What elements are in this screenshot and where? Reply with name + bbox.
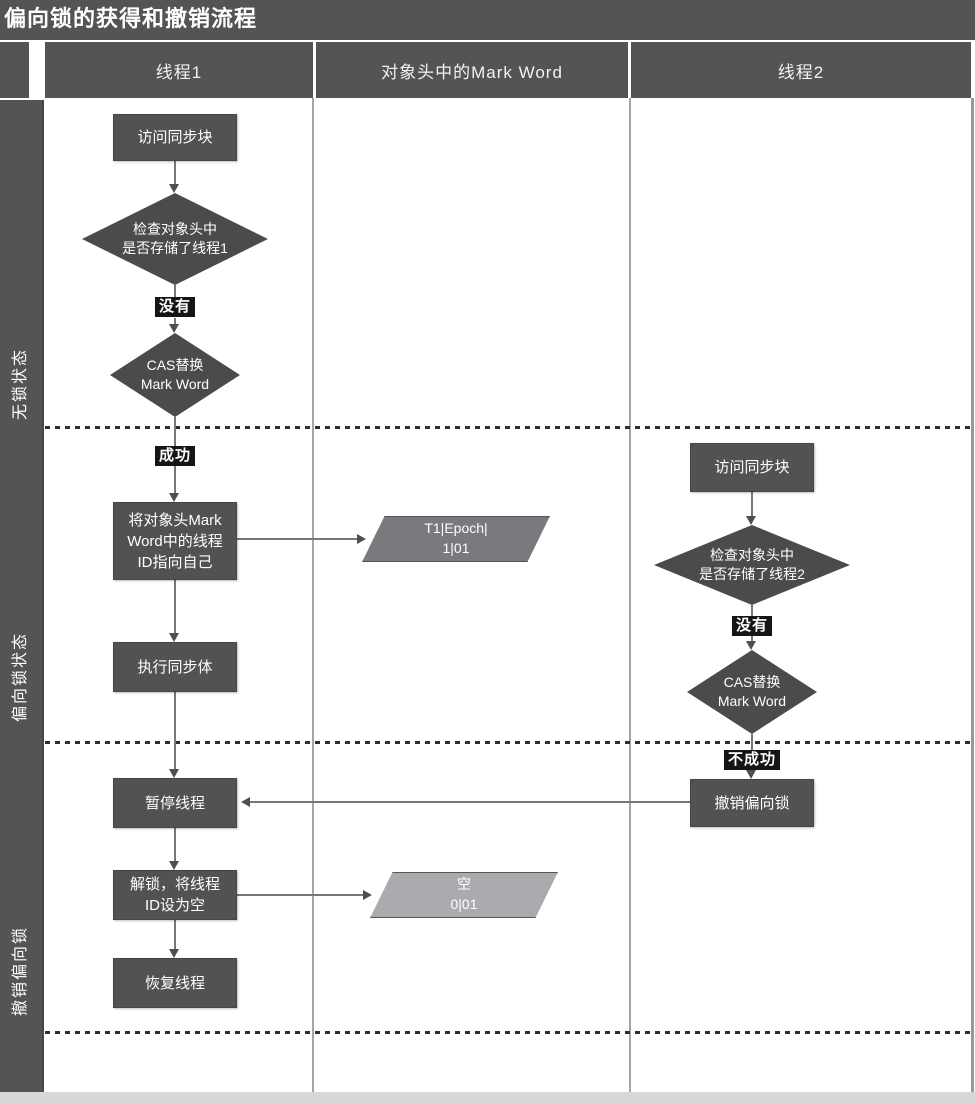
t1-label-success: 成功 (154, 446, 196, 466)
arrow-down-icon (746, 641, 756, 650)
t2-check-object-header-decision: 检查对象头中 是否存储了线程2 (654, 525, 850, 605)
section-divider-1 (45, 426, 971, 429)
connector (174, 828, 176, 861)
connector (174, 692, 176, 769)
t2-revoke-biased-lock: 撤销偏向锁 (690, 779, 814, 827)
arrow-down-icon (746, 770, 756, 779)
connector (174, 466, 176, 493)
arrow-left-icon (241, 797, 250, 807)
lane-divider-1 (312, 98, 314, 1092)
arrow-down-icon (169, 769, 179, 778)
row-label-biased: 偏向锁状态 (12, 632, 29, 723)
connector (751, 605, 753, 616)
t1-unlock-set-id-null: 解锁，将线程 ID设为空 (113, 870, 237, 920)
connector (237, 894, 363, 896)
t1-label-no: 没有 (154, 297, 196, 317)
title-bar (0, 0, 975, 40)
right-frame-line (971, 98, 974, 1092)
section-divider-3 (45, 1031, 971, 1034)
connector (174, 285, 176, 297)
row-sidebar (0, 100, 44, 1092)
connector (751, 492, 753, 516)
t1-check-object-header-decision: 检查对象头中 是否存储了线程1 (82, 193, 268, 285)
lane-header-thread2: 线程2 (631, 42, 971, 98)
t1-access-sync-block: 访问同步块 (113, 114, 237, 161)
section-divider-2 (45, 741, 971, 744)
t1-cas-replace-markword-decision: CAS替换 Mark Word (110, 333, 240, 417)
arrow-down-icon (169, 184, 179, 193)
lane-divider-2 (629, 98, 631, 1092)
t2-access-sync-block: 访问同步块 (690, 443, 814, 492)
markword-empty: 空 0|01 (370, 872, 558, 918)
connector (751, 636, 753, 641)
row-label-lockfree: 无锁状态 (12, 348, 29, 421)
connector (174, 580, 176, 633)
connector (250, 801, 690, 803)
lane-header-thread1: 线程1 (45, 42, 313, 98)
connector (174, 318, 176, 324)
arrow-down-icon (169, 633, 179, 642)
arrow-right-icon (363, 890, 372, 900)
arrow-down-icon (169, 949, 179, 958)
t1-execute-sync-body: 执行同步体 (113, 642, 237, 692)
arrow-down-icon (169, 493, 179, 502)
t1-pause-thread: 暂停线程 (113, 778, 237, 828)
header-corner-block (0, 42, 29, 98)
connector (174, 417, 176, 446)
page-title: 偏向锁的获得和撤销流程 (4, 6, 258, 31)
lane-header-markword: 对象头中的Mark Word (316, 42, 628, 98)
markword-biased-t1: T1|Epoch| 1|01 (362, 516, 550, 562)
t2-label-fail: 不成功 (723, 750, 781, 770)
arrow-down-icon (746, 516, 756, 525)
t1-set-thread-id: 将对象头Mark Word中的线程 ID指向自己 (113, 502, 237, 580)
connector (751, 734, 753, 750)
bottom-strip (0, 1092, 975, 1103)
connector (174, 161, 176, 184)
connector (237, 538, 357, 540)
row-label-revoke: 撤销偏向锁 (12, 926, 29, 1017)
t1-resume-thread: 恢复线程 (113, 958, 237, 1008)
arrow-right-icon (357, 534, 366, 544)
arrow-down-icon (169, 324, 179, 333)
arrow-down-icon (169, 861, 179, 870)
t2-label-no: 没有 (731, 616, 773, 636)
t2-cas-replace-markword-decision: CAS替换 Mark Word (687, 650, 817, 734)
connector (174, 920, 176, 949)
